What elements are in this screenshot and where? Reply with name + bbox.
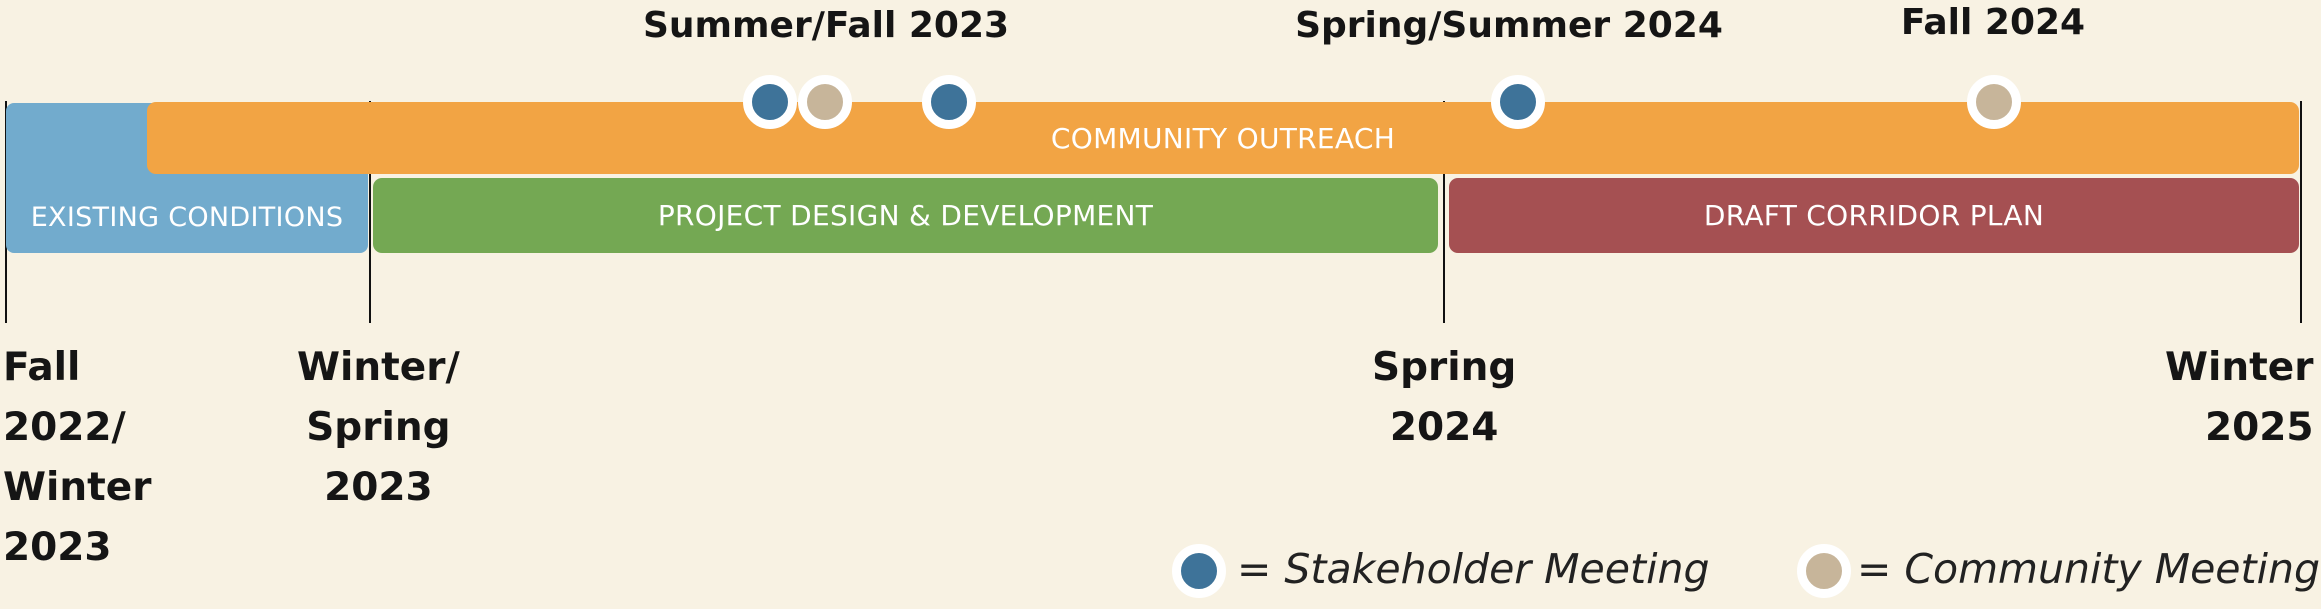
- legend-community-dot: [1797, 544, 1851, 598]
- period-label-spring-2024: Spring 2024: [1372, 345, 1517, 450]
- period-marker-winter-spring-2023: [369, 101, 371, 323]
- meeting-dot-stakeholder-1: [743, 75, 797, 129]
- legend-community-label: = Community Meeting: [1857, 545, 2321, 593]
- phase-community-outreach-label: COMMUNITY OUTREACH: [1050, 121, 1396, 155]
- phase-existing-conditions-label: EXISTING CONDITIONS: [30, 202, 344, 233]
- meeting-dot-community-1: [798, 75, 852, 129]
- period-marker-winter-2025: [2300, 101, 2302, 323]
- period-label-fall-2022: Fall 2022/ Winter 2023: [3, 345, 152, 570]
- top-label-summer-fall-2023: Summer/Fall 2023: [642, 5, 1010, 46]
- period-label-winter-spring-2023: Winter/ Spring 2023: [297, 345, 460, 510]
- phase-project-design-label: PROJECT DESIGN & DEVELOPMENT: [657, 199, 1154, 232]
- period-marker-spring-2024: [1443, 101, 1445, 323]
- legend-stakeholder-label: = Stakeholder Meeting: [1237, 545, 1710, 593]
- legend-stakeholder-dot: [1172, 544, 1226, 598]
- period-label-winter-2025: Winter 2025: [2165, 345, 2314, 450]
- phase-draft-corridor-plan-label: DRAFT CORRIDOR PLAN: [1703, 199, 2045, 232]
- top-label-fall-2024: Fall 2024: [1900, 2, 2086, 43]
- meeting-dot-stakeholder-2: [922, 75, 976, 129]
- phase-community-outreach: COMMUNITY OUTREACH: [147, 102, 2299, 174]
- top-label-spring-summer-2024: Spring/Summer 2024: [1295, 5, 1723, 46]
- meeting-dot-stakeholder-3: [1491, 75, 1545, 129]
- phase-draft-corridor-plan: DRAFT CORRIDOR PLAN: [1449, 178, 2299, 253]
- meeting-dot-community-2: [1967, 75, 2021, 129]
- phase-project-design: PROJECT DESIGN & DEVELOPMENT: [373, 178, 1438, 253]
